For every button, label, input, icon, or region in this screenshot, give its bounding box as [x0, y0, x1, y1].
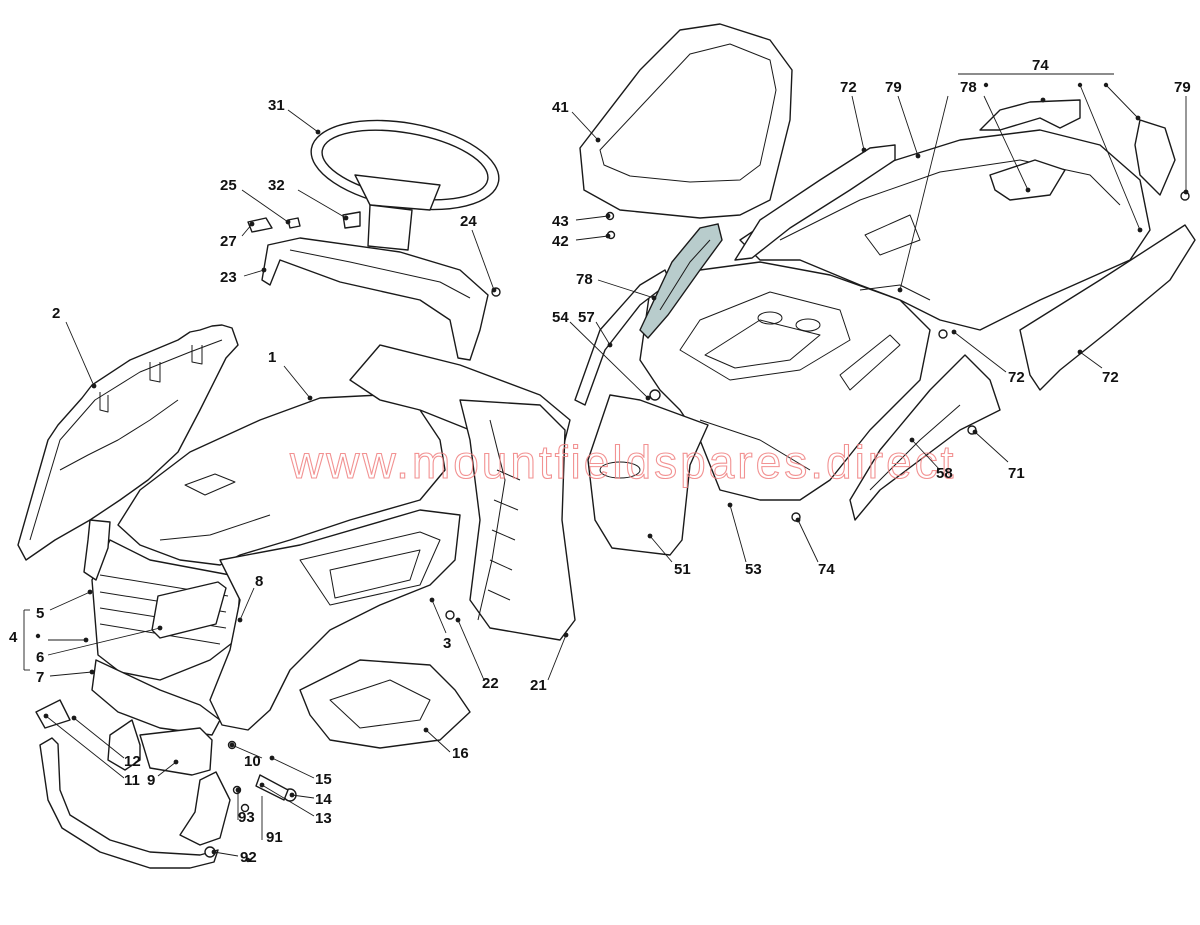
callout-92: 92 — [240, 849, 257, 866]
rear-fender-extension — [849, 354, 1001, 521]
callout-16: 16 — [452, 745, 469, 762]
callout-72-top: 72 — [840, 79, 857, 96]
callout-2: 2 — [52, 305, 60, 322]
left-side-panel — [17, 324, 239, 561]
callout-10: 10 — [244, 753, 261, 770]
callout-7: 7 — [36, 669, 44, 686]
callout-56: 71 — [1008, 465, 1025, 482]
rear-left-trim — [734, 144, 896, 261]
rear-top-trims — [979, 99, 1190, 201]
callout-8: 8 — [255, 573, 263, 590]
callout-41: 41 — [552, 99, 569, 116]
front-bumper-assembly — [35, 699, 297, 869]
callout-12: 12 — [124, 753, 141, 770]
callout-71: 79 — [885, 79, 902, 96]
callout-74: 74 — [1032, 57, 1049, 74]
callout-53: 53 — [745, 561, 762, 578]
bonnet-hood — [83, 394, 461, 736]
callout-22: 22 — [482, 675, 499, 692]
callout-6: 6 — [36, 649, 44, 666]
callout-14: 14 — [315, 791, 332, 808]
callout-79: 79 — [1174, 79, 1191, 96]
callout-58: 78 — [576, 271, 593, 288]
callout-51: 51 — [674, 561, 691, 578]
callout-25: 25 — [220, 177, 237, 194]
callout-78: 78 — [960, 79, 977, 96]
callout-3: 3 — [443, 635, 451, 652]
callout-11: 11 — [124, 772, 140, 789]
callout-31: 31 — [268, 97, 285, 114]
rear-fender — [639, 261, 931, 501]
steering-wheel — [310, 119, 500, 251]
callout-9: 9 — [147, 772, 155, 789]
callout-72-right: 72 — [1102, 369, 1119, 386]
callout-52: 54 — [552, 309, 569, 326]
callout-27: 27 — [220, 233, 237, 250]
rear-right-side-panel — [1019, 224, 1196, 391]
callout-15: 15 — [315, 771, 332, 788]
callout-91: 91 — [266, 829, 283, 846]
callout-93: 93 — [238, 809, 255, 826]
dashboard-rear-panel — [349, 344, 576, 641]
dash-cover — [247, 217, 501, 361]
callout-42: 42 — [552, 233, 569, 250]
floor-pan — [299, 659, 471, 749]
callout-4: 4 — [9, 629, 18, 646]
callout-1: 1 — [268, 349, 276, 366]
callout-57-lower: 74 — [818, 561, 835, 578]
callout-43: 43 — [552, 213, 569, 230]
callout-32: 32 — [268, 177, 285, 194]
rear-infill-panel — [587, 389, 709, 556]
callout-55: 58 — [936, 465, 953, 482]
callout-57-upper: 72 — [1008, 369, 1025, 386]
callout-24: 24 — [460, 213, 477, 230]
side-trim-strips — [574, 223, 723, 406]
fasteners — [445, 329, 977, 620]
watermark-text: www.mountfieldspares.direct — [289, 436, 956, 488]
seat — [579, 23, 793, 240]
callout-54: 57 — [578, 309, 595, 326]
callout-21: 21 — [530, 677, 547, 694]
rear-body-deck — [739, 129, 1151, 331]
callout-23: 23 — [220, 269, 237, 286]
callout-5: 5 — [36, 605, 44, 622]
callout-13: 13 — [315, 810, 332, 827]
